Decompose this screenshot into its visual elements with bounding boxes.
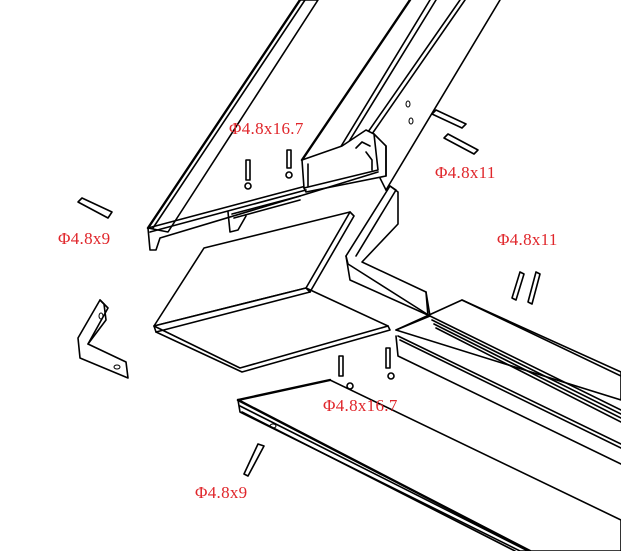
fastener-label: Φ4.8x9 xyxy=(58,229,111,248)
upper-frame-profile xyxy=(146,0,379,251)
upper-rail-channel xyxy=(300,0,501,193)
fastener-label: Φ4.8x11 xyxy=(435,163,496,182)
fastener-label: Φ4.8x16.7 xyxy=(229,119,304,138)
fastener-label: Φ4.8x9 xyxy=(195,483,248,502)
lower-frame-profile xyxy=(236,378,621,553)
fastener-label: Φ4.8x11 xyxy=(497,230,558,249)
screw-set-bottom-center xyxy=(338,347,395,390)
screw-left xyxy=(77,197,113,219)
z-bracket xyxy=(345,185,431,317)
corner-plate xyxy=(153,211,391,373)
screw-set-top-center xyxy=(244,149,293,190)
screw-set-top-right xyxy=(431,109,479,155)
fastener-label: Φ4.8x16.7 xyxy=(323,396,398,415)
lower-rail-channel xyxy=(395,299,621,465)
screw-set-right xyxy=(511,271,541,305)
corner-bracket-l xyxy=(77,299,129,379)
screw-bottom-left xyxy=(243,443,265,477)
